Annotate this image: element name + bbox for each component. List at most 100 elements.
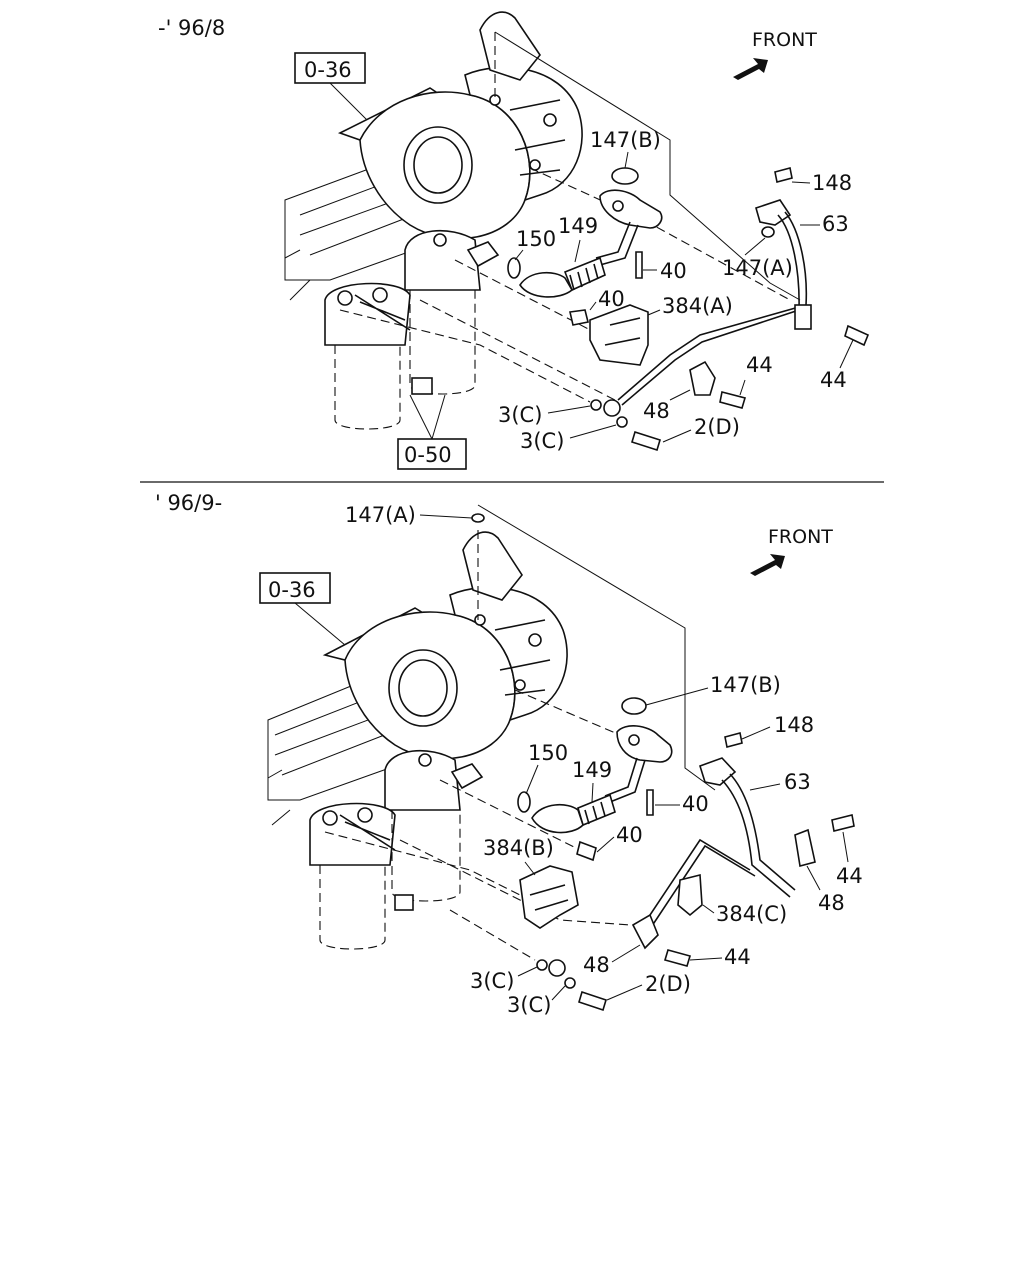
flange-63 (699, 757, 737, 786)
callout-63: 63 (822, 212, 849, 236)
callout-40-a: 40 (660, 259, 687, 283)
callout-147b: 147(B) (710, 673, 781, 697)
bolt-40-a (646, 789, 654, 816)
callout-44-b: 44 (724, 945, 751, 969)
o-ring-147b (621, 697, 647, 715)
flange-149 (616, 725, 673, 763)
ref-box-0-36-top: 0-36 (294, 52, 376, 129)
front-arrow-bottom-icon (750, 554, 785, 576)
callout-44-b: 44 (820, 368, 847, 392)
callout-63: 63 (784, 770, 811, 794)
callout-148: 148 (812, 171, 852, 195)
bolt-40-a (635, 251, 643, 279)
ref-box-0-50-top: 0-50 (397, 394, 467, 470)
callout-40-a: 40 (682, 792, 709, 816)
assembly-line (324, 831, 541, 920)
ref-box-label: 0-36 (268, 578, 316, 602)
pipe-63 (721, 773, 796, 898)
front-indicator-top: FRONT (733, 29, 817, 80)
callout-3c-b: 3(C) (507, 993, 551, 1017)
callout-384c: 384(C) (716, 902, 787, 926)
bolt-44-a (831, 814, 855, 832)
flange-149 (599, 189, 663, 229)
assembly-line (439, 779, 581, 851)
callout-40-b: 40 (598, 287, 625, 311)
callout-147a: 147(A) (345, 503, 416, 527)
bolt-148 (724, 732, 743, 748)
gasket (450, 763, 484, 790)
bolt-44-b (719, 391, 747, 409)
turbocharger-top (337, 11, 583, 240)
bracket-384c (677, 873, 703, 917)
bolt-44-b (663, 949, 692, 967)
oil-filters-bottom (309, 749, 461, 950)
period-label-bottom: ' 96/9- (155, 491, 222, 515)
callout-40-b: 40 (616, 823, 643, 847)
ref-box-label: 0-50 (404, 443, 452, 467)
callout-147b: 147(B) (590, 128, 661, 152)
ref-box-0-36-bottom: 0-36 (259, 572, 346, 646)
bolt-2d (578, 990, 607, 1012)
callout-48: 48 (583, 953, 610, 977)
callout-147a: 147(A) (722, 256, 793, 280)
flange-149b (531, 803, 584, 834)
bolt-40-b (569, 309, 589, 326)
o-ring-147a (761, 226, 775, 238)
ref-box-frame (259, 572, 331, 604)
callout-3c-b: 3(C) (520, 429, 564, 453)
top-view: -' 96/8 FRONT 0-36 (158, 11, 870, 470)
o-ring-150 (517, 791, 531, 813)
assembly-line (399, 839, 631, 926)
oil-filters-top (324, 229, 481, 430)
callout-150: 150 (528, 741, 568, 765)
callout-3c-a: 3(C) (498, 403, 542, 427)
front-label-top: FRONT (752, 29, 817, 51)
callout-44-a: 44 (836, 864, 863, 888)
callout-149: 149 (572, 758, 612, 782)
bolt-40-b (576, 840, 597, 862)
pipe-149 (604, 757, 646, 803)
bolt-44-a (844, 324, 870, 347)
callout-48: 48 (643, 399, 670, 423)
callout-48-right: 48 (818, 891, 845, 915)
washer-3c-a (536, 959, 548, 971)
clamp (794, 304, 812, 330)
hose-149 (577, 793, 616, 827)
oil-line-parts-top (466, 167, 870, 452)
callout-2d: 2(D) (645, 972, 691, 996)
pipe-63 (617, 211, 808, 406)
leader-line (294, 602, 346, 646)
o-ring-150 (507, 257, 521, 279)
assembly-line (339, 309, 591, 403)
bracket-384b (519, 865, 579, 929)
front-arrow-top-icon (733, 58, 768, 80)
pipe-149 (595, 221, 639, 266)
callout-44-a: 44 (746, 353, 773, 377)
ref-box-label: 0-36 (304, 58, 352, 82)
bolt-2d (631, 430, 661, 452)
bottom-view: ' 96/9- FRONT 0-36 (155, 491, 863, 1017)
callouts-top: 147(B) 148 63 150 149 147(A) 40 40 384(A… (498, 128, 854, 453)
flange-149b (519, 271, 574, 298)
oil-line-parts-bottom (450, 513, 855, 1012)
assembly-line (449, 909, 536, 961)
front-label-bottom: FRONT (768, 526, 833, 548)
turbocharger-bottom (322, 531, 568, 760)
callout-149: 149 (558, 214, 598, 238)
bracket-48 (689, 360, 716, 396)
washer-3c-a (590, 399, 602, 411)
period-label-top: -' 96/8 (158, 16, 225, 40)
outline-line (494, 31, 801, 301)
callout-384a: 384(A) (662, 294, 733, 318)
gasket (466, 241, 500, 268)
callout-150: 150 (516, 227, 556, 251)
bracket-48 (631, 913, 659, 950)
callouts-bottom: 147(A) 147(B) 148 63 150 149 40 40 384(B… (345, 503, 863, 1017)
bolt-148 (774, 167, 793, 183)
hose-149 (563, 256, 606, 292)
assembly-line (514, 689, 621, 736)
leader-line (409, 394, 446, 440)
callout-2d: 2(D) (694, 415, 740, 439)
